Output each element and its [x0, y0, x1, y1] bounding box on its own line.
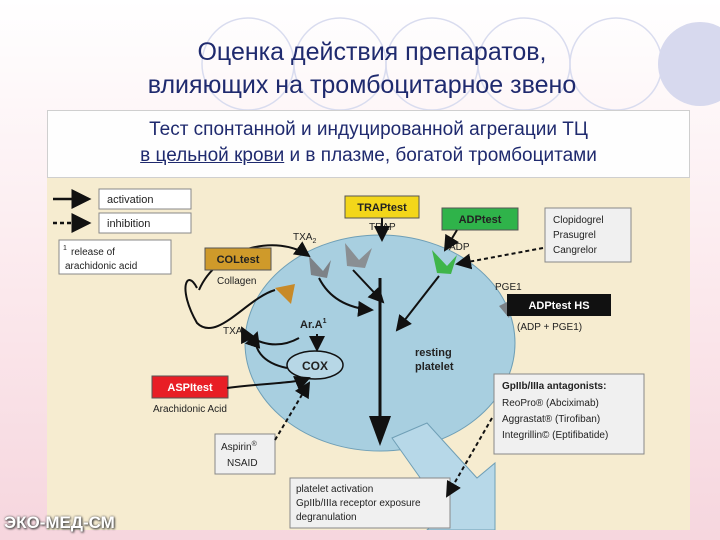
aspitest-label: ASPItest	[167, 382, 213, 394]
slide-title: Оценка действия препаратов, влияющих на …	[0, 36, 720, 102]
watermark: ЭКО-МЕД-СМ	[4, 513, 115, 532]
arachidonic-acid-label: Ar.A1	[300, 318, 327, 331]
legend: activation inhibition 1 release of arach…	[53, 188, 192, 275]
resting-label-2: platelet	[415, 361, 454, 373]
adptest-hs-box	[507, 294, 611, 316]
legend-release-line1: release of	[71, 247, 115, 258]
gp-title: GpIIb/IIIa antagonists:	[502, 381, 606, 392]
drug-cangrelor: Cangrelor	[553, 245, 598, 256]
result-degranulation: degranulation	[296, 512, 357, 523]
trap-receptor	[345, 243, 372, 268]
gp-antagonists-box	[493, 373, 645, 455]
legend-release-line2: arachidonic acid	[65, 261, 137, 272]
legend-activation: activation	[107, 194, 153, 206]
adptest-box	[441, 207, 519, 231]
subtitle-line-1: Тест спонтанной и индуцированной агрегац…	[149, 119, 588, 140]
adp-pge1-label: (ADP + PGE1)	[517, 322, 582, 333]
subtitle-rest: и в плазме, богатой тромбоцитами	[284, 145, 597, 166]
collagen-label: Collagen	[217, 276, 256, 287]
arachidonic-acid-text: Arachidonic Acid	[153, 404, 227, 415]
result-platelet-activation: platelet activation	[296, 484, 373, 495]
coltest-box	[204, 247, 272, 271]
adptest-hs-label: ADPtest HS	[528, 300, 589, 312]
subtitle-underlined: в цельной крови	[140, 145, 285, 166]
aspirin-box	[214, 433, 276, 475]
gp-reopro: ReoPro® (Abciximab)	[502, 398, 599, 409]
drug-clopidogrel: Clopidogrel	[553, 215, 604, 226]
title-line-2: влияющих на тромбоцитарное звено	[147, 71, 577, 99]
central-down-arrow-icon	[369, 416, 391, 446]
resting-label-1: resting	[415, 347, 452, 359]
diagram-panel: activation inhibition 1 release of arach…	[47, 178, 690, 530]
legend-inhibition-box	[98, 212, 192, 234]
platelet-diagram: activation inhibition 1 release of arach…	[53, 188, 645, 530]
gp-aggrastat: Aggrastat® (Tirofiban)	[502, 414, 600, 425]
cox-enzyme	[286, 350, 344, 380]
adp-label: ADP	[449, 242, 470, 253]
subtitle-box: Тест спонтанной и индуцированной агрегац…	[47, 110, 690, 178]
adptest-label: ADPtest	[459, 214, 502, 226]
coltest-label: COLtest	[217, 254, 260, 266]
collagen-receptor	[275, 284, 295, 304]
drug-prasugrel: Prasugrel	[553, 230, 596, 241]
traptest-label: TRAPtest	[357, 202, 407, 214]
legend-inhibition: inhibition	[107, 218, 150, 230]
p2y12-inhibitors-box	[544, 207, 632, 263]
legend-release-sup: 1	[63, 245, 67, 252]
aspirin-label: Aspirin®	[221, 440, 258, 453]
pge1-label: PGE1	[495, 282, 522, 293]
activation-results-box	[289, 477, 451, 529]
subtitle: Тест спонтанной и индуцированной агрегац…	[48, 117, 689, 169]
cox-label: COX	[302, 359, 328, 373]
title-line-1: Оценка действия препаратов,	[197, 38, 547, 66]
txa2-top-label: TXA2	[293, 232, 316, 245]
nsaid-label: NSAID	[227, 458, 258, 469]
adp-receptor	[432, 250, 457, 274]
txa2-receptor	[309, 256, 331, 278]
result-receptor-exposure: GpIIb/IIIa receptor exposure	[296, 498, 421, 509]
legend-activation-box	[98, 188, 192, 210]
legend-release-box	[58, 239, 172, 275]
subtitle-line-2: в цельной крови и в плазме, богатой тром…	[48, 143, 689, 169]
gp-integrillin: Integrillin© (Eptifibatide)	[502, 430, 608, 441]
